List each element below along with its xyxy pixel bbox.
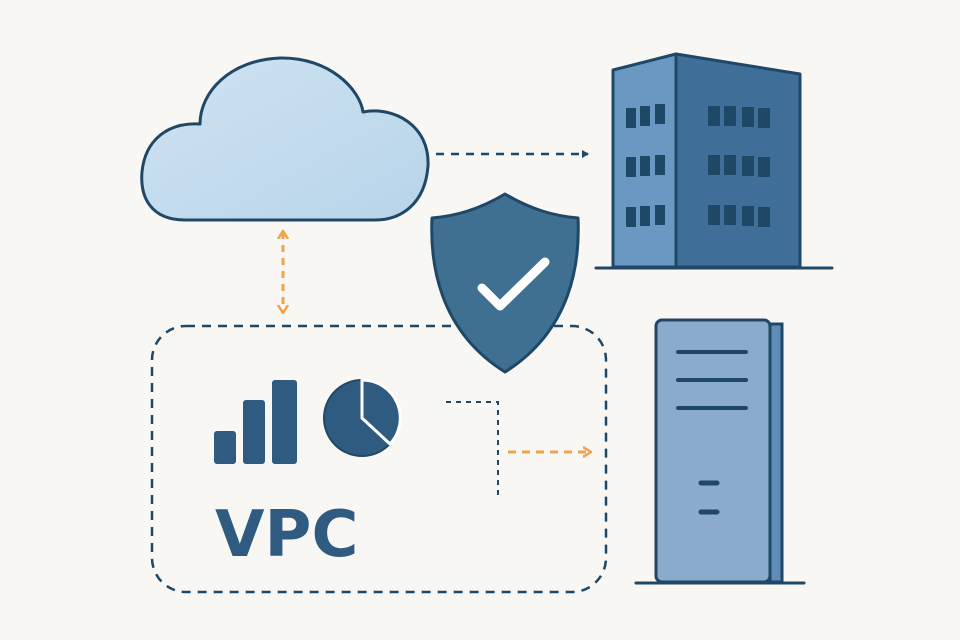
vpc-internal-route [446,401,499,500]
security-shield-check-icon [430,192,580,374]
server-tower-icon [634,318,806,585]
bar-chart-icon [214,380,297,464]
vpc-boundary [150,324,608,594]
vpc-label: VPC [215,498,358,572]
office-building-icon [594,52,834,270]
check-mark-icon [477,257,550,311]
pie-chart-icon [323,378,402,457]
cloud-icon [140,56,430,222]
building-windows [626,104,770,227]
